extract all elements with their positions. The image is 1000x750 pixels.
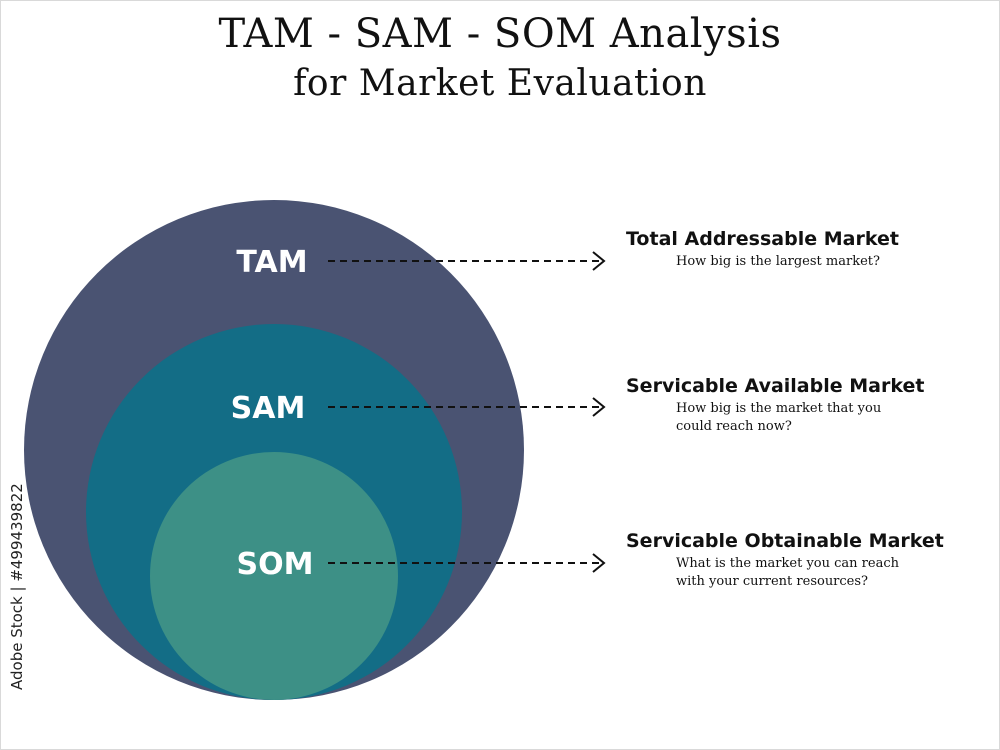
tam-description: Total Addressable Market How big is the …	[626, 228, 899, 271]
som-circle	[150, 452, 398, 700]
sam-label: SAM	[231, 391, 306, 426]
tam-question-line-1: How big is the largest market?	[676, 254, 880, 269]
som-question-line-1: What is the market you can reach	[676, 556, 899, 571]
tam-heading: Total Addressable Market	[626, 228, 899, 250]
title-line-2: for Market Evaluation	[293, 63, 707, 104]
som-description: Servicable Obtainable Market What is the…	[626, 530, 944, 591]
tam-question: How big is the largest market?	[676, 253, 899, 271]
sam-heading: Servicable Available Market	[626, 375, 925, 397]
som-label: SOM	[237, 547, 314, 582]
title-line-1: TAM - SAM - SOM Analysis	[218, 11, 782, 57]
tam-label: TAM	[236, 245, 307, 280]
sam-question-line-2: could reach now?	[676, 419, 792, 434]
som-question-line-2: with your current resources?	[676, 574, 869, 589]
som-heading: Servicable Obtainable Market	[626, 530, 944, 552]
som-question: What is the market you can reach with yo…	[676, 555, 944, 591]
sam-question: How big is the market that you could rea…	[676, 400, 924, 436]
sam-question-line-1: How big is the market that you	[676, 401, 882, 416]
stock-image-id: Adobe Stock | #499439822	[8, 483, 26, 690]
sam-description: Servicable Available Market How big is t…	[626, 375, 924, 436]
